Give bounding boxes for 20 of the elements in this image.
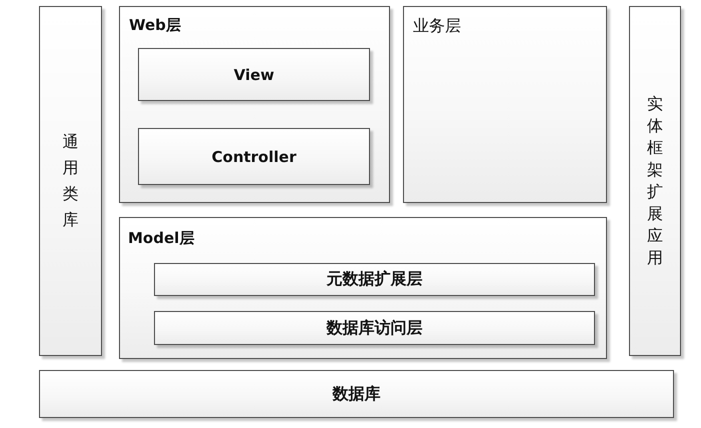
layer-box (119, 6, 390, 203)
layer-box (403, 6, 607, 203)
module-box (138, 48, 370, 101)
module-label: Controller (212, 148, 296, 166)
panel-label: 通用类库 (62, 131, 80, 231)
module-label: View (234, 66, 274, 84)
extension-panel (629, 6, 681, 356)
database-label: 数据库 (332, 384, 380, 404)
database-bar (39, 370, 674, 418)
module-box (154, 311, 595, 345)
layer-box (119, 217, 607, 359)
module-label: 数据库访问层 (326, 318, 422, 338)
library-panel (39, 6, 102, 356)
panel-label: 实体框架扩展应用 (646, 93, 664, 269)
module-box (154, 263, 595, 296)
module-box (138, 128, 370, 185)
module-label: 元数据扩展层 (326, 269, 422, 290)
layer-title: Web层 (129, 16, 181, 35)
layer-title: Model层 (128, 229, 194, 248)
layer-title: 业务层 (413, 16, 461, 37)
